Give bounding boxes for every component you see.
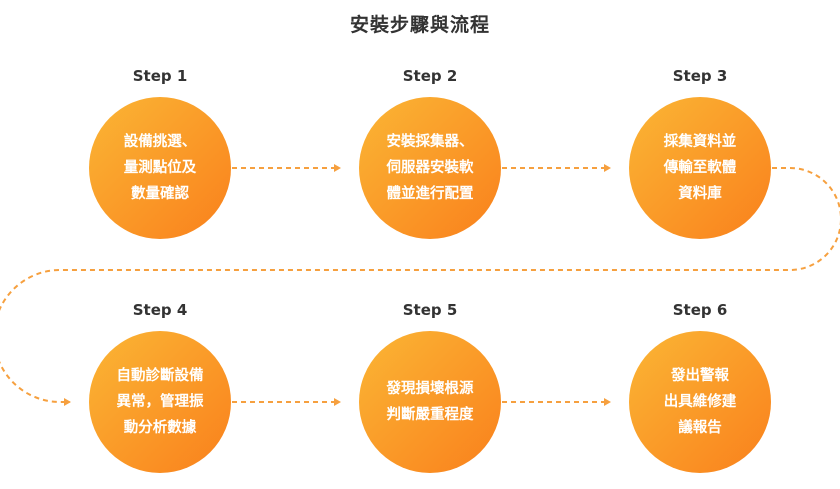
step-text-line: 自動診斷設備 [116,368,204,384]
step-circle: 設備挑選、 量測點位及 數量確認 [89,97,231,239]
arrow-step3-to-step4 [0,167,840,406]
step-text-line: 體並進行配置 [386,186,474,202]
step-text-line: 設備挑選、 [123,134,197,150]
step-text-line: 傳輸至軟體 [663,160,737,176]
step-circle: 發出警報 出具維修建 議報告 [629,331,771,473]
step-text-line: 議報告 [678,420,722,436]
step-circle: 發現損壞根源 判斷嚴重程度 [359,331,501,473]
step-text-line: 出具維修建 [663,394,737,410]
step-text-line: 採集資料並 [663,134,737,150]
step-text-line: 發現損壞根源 [386,381,474,397]
step-text-line: 判斷嚴重程度 [386,407,474,423]
step-label: Step 6 [672,301,728,319]
step-text-line: 數量確認 [131,186,189,202]
step-label: Step 5 [402,301,458,319]
diagram-title: 安裝步驟與流程 [349,14,490,36]
step-text-line: 伺服器安裝軟 [386,160,474,176]
step-circle: 採集資料並 傳輸至軟體 資料庫 [629,97,771,239]
step-label: Step 2 [402,67,458,85]
step-label: Step 4 [132,301,188,319]
step-circle: 安裝採集器、 伺服器安裝軟 體並進行配置 [359,97,501,239]
step-label: Step 1 [132,67,188,85]
step-label: Step 3 [672,67,728,85]
step-text-line: 量測點位及 [123,160,197,176]
step-circle: 自動診斷設備 異常，管理振 動分析數據 [89,331,231,473]
step-text-line: 異常，管理振 [116,394,204,410]
step-text-line: 資料庫 [678,186,722,202]
step-text-line: 發出警報 [671,368,729,384]
step-text-line: 動分析數據 [123,420,197,436]
step-text-line: 安裝採集器、 [386,134,474,150]
